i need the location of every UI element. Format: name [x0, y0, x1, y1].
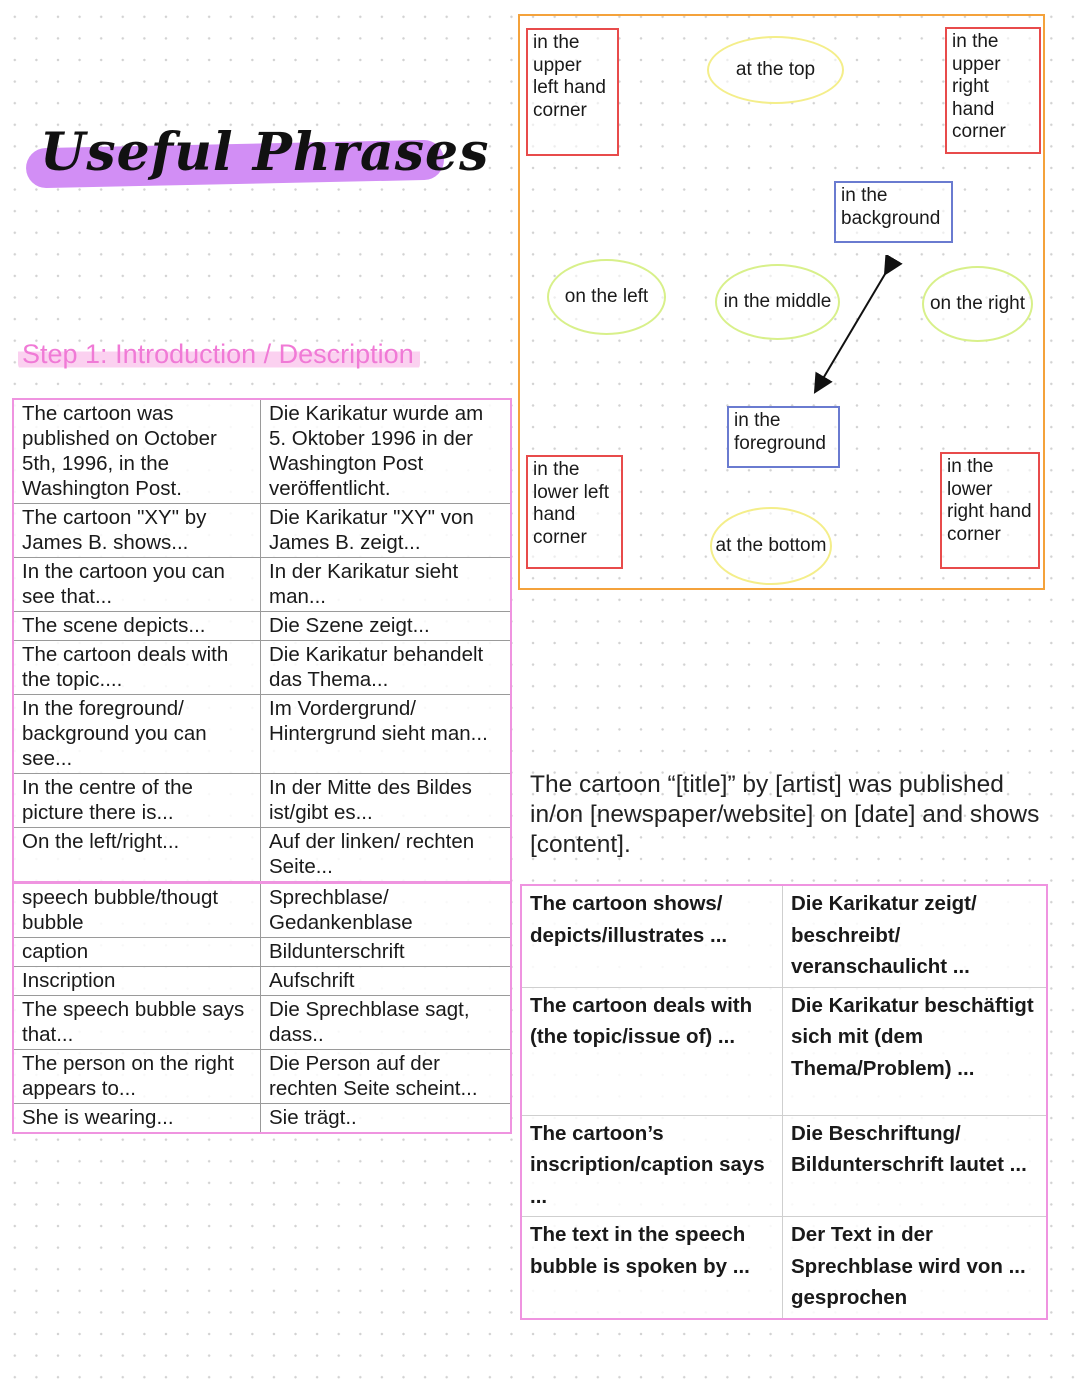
label-foreground: in the foreground: [727, 406, 840, 468]
table-row: In the cartoon you can see that...In der…: [12, 557, 512, 612]
phrase-de: Sprechblase/ Gedankenblase: [260, 881, 512, 938]
table-row: The person on the right appears to...Die…: [12, 1049, 512, 1104]
table-row: She is wearing...Sie trägt..: [12, 1103, 512, 1134]
table-row: The cartoon "XY" by James B. shows...Die…: [12, 503, 512, 558]
phrase-de: Die Karikatur behandelt das Thema...: [260, 640, 512, 695]
label-upper-right-corner: in the upper right hand corner: [945, 27, 1041, 154]
phrase-en: In the cartoon you can see that...: [12, 557, 261, 612]
phrases-table: The cartoon was published on October 5th…: [12, 398, 512, 1134]
ellipse-bottom: at the bottom: [710, 507, 832, 585]
phrase-de: Die Person auf der rechten Seite scheint…: [260, 1049, 512, 1104]
phrase-de: Die Szene zeigt...: [260, 611, 512, 641]
table-row: The cartoon deals with the topic....Die …: [12, 640, 512, 695]
ellipse-right: on the right: [922, 266, 1033, 342]
phrase-de: Auf der linken/ rechten Seite...: [260, 827, 512, 883]
table-row: The cartoon was published on October 5th…: [12, 398, 512, 504]
bold-phrases-table: The cartoon shows/ depicts/illustrates .…: [520, 884, 1048, 1320]
table-row: On the left/right...Auf der linken/ rech…: [12, 827, 512, 883]
phrase-en: The cartoon deals with the topic....: [12, 640, 261, 695]
table-row: The scene depicts...Die Szene zeigt...: [12, 611, 512, 641]
phrase-de: In der Karikatur sieht man...: [260, 557, 512, 612]
phrase-de: Sie trägt..: [260, 1103, 512, 1134]
phrase-de: Die Sprechblase sagt, dass..: [260, 995, 512, 1050]
phrase-en: The cartoon "XY" by James B. shows...: [12, 503, 261, 558]
label-lower-right-corner: in the lower right hand corner: [940, 452, 1040, 569]
phrase-de: Im Vordergrund/ Hintergrund sieht man...: [260, 694, 512, 774]
title-block: Useful Phrases: [22, 118, 488, 198]
page-title: Useful Phrases: [40, 122, 490, 183]
phrase-en: speech bubble/thougt bubble: [12, 881, 261, 938]
phrase-en: The cartoon was published on October 5th…: [12, 398, 261, 504]
label-lower-left-corner: in the lower left hand corner: [526, 455, 623, 569]
phrase-en: The scene depicts...: [12, 611, 261, 641]
phrase-de: Die Karikatur beschäftigt sich mit (dem …: [782, 986, 1048, 1116]
table-row: The cartoon’s inscription/caption says .…: [520, 1114, 1048, 1217]
phrase-en: caption: [12, 937, 261, 967]
phrase-en: Inscription: [12, 966, 261, 996]
table-row: The cartoon shows/ depicts/illustrates .…: [520, 884, 1048, 988]
step-heading: Step 1: Introduction / Description: [18, 339, 420, 370]
phrase-en: On the left/right...: [12, 827, 261, 883]
phrase-de: Die Karikatur zeigt/ beschreibt/ veransc…: [782, 884, 1048, 988]
phrase-en: The cartoon’s inscription/caption says .…: [520, 1114, 783, 1217]
phrase-en: The text in the speech bubble is spoken …: [520, 1216, 783, 1319]
table-row: In the foreground/ background you can se…: [12, 694, 512, 774]
phrase-de: Die Karikatur "XY" von James B. zeigt...: [260, 503, 512, 558]
label-background: in the background: [834, 181, 953, 243]
phrase-de: In der Mitte des Bildes ist/gibt es...: [260, 773, 512, 828]
phrase-en: In the centre of the picture there is...: [12, 773, 261, 828]
table-row: In the centre of the picture there is...…: [12, 773, 512, 828]
phrase-de: Der Text in der Sprechblase wird von ...…: [782, 1216, 1048, 1319]
phrase-en: The cartoon shows/ depicts/illustrates .…: [520, 884, 783, 988]
phrase-en: The person on the right appears to...: [12, 1049, 261, 1104]
summary-sentence: The cartoon “[title]” by [artist] was pu…: [530, 771, 1040, 858]
phrase-en: In the foreground/ background you can se…: [12, 694, 261, 774]
ellipse-top: at the top: [707, 36, 844, 104]
table-row: The cartoon deals with (the topic/issue …: [520, 986, 1048, 1116]
positions-frame: [518, 14, 1045, 590]
phrase-en: She is wearing...: [12, 1103, 261, 1134]
phrase-de: Bildunterschrift: [260, 937, 512, 967]
label-upper-left-corner: in the upper left hand corner: [526, 28, 619, 156]
phrase-de: Aufschrift: [260, 966, 512, 996]
table-row: The text in the speech bubble is spoken …: [520, 1216, 1048, 1319]
double-arrow-icon: [813, 255, 903, 394]
table-row: The speech bubble says that...Die Sprech…: [12, 995, 512, 1050]
phrase-de: Die Karikatur wurde am 5. Oktober 1996 i…: [260, 398, 512, 504]
phrase-en: The speech bubble says that...: [12, 995, 261, 1050]
phrase-en: The cartoon deals with (the topic/issue …: [520, 986, 783, 1116]
phrase-de: Die Beschriftung/ Bildunterschrift laute…: [782, 1114, 1048, 1217]
ellipse-left: on the left: [547, 259, 666, 335]
